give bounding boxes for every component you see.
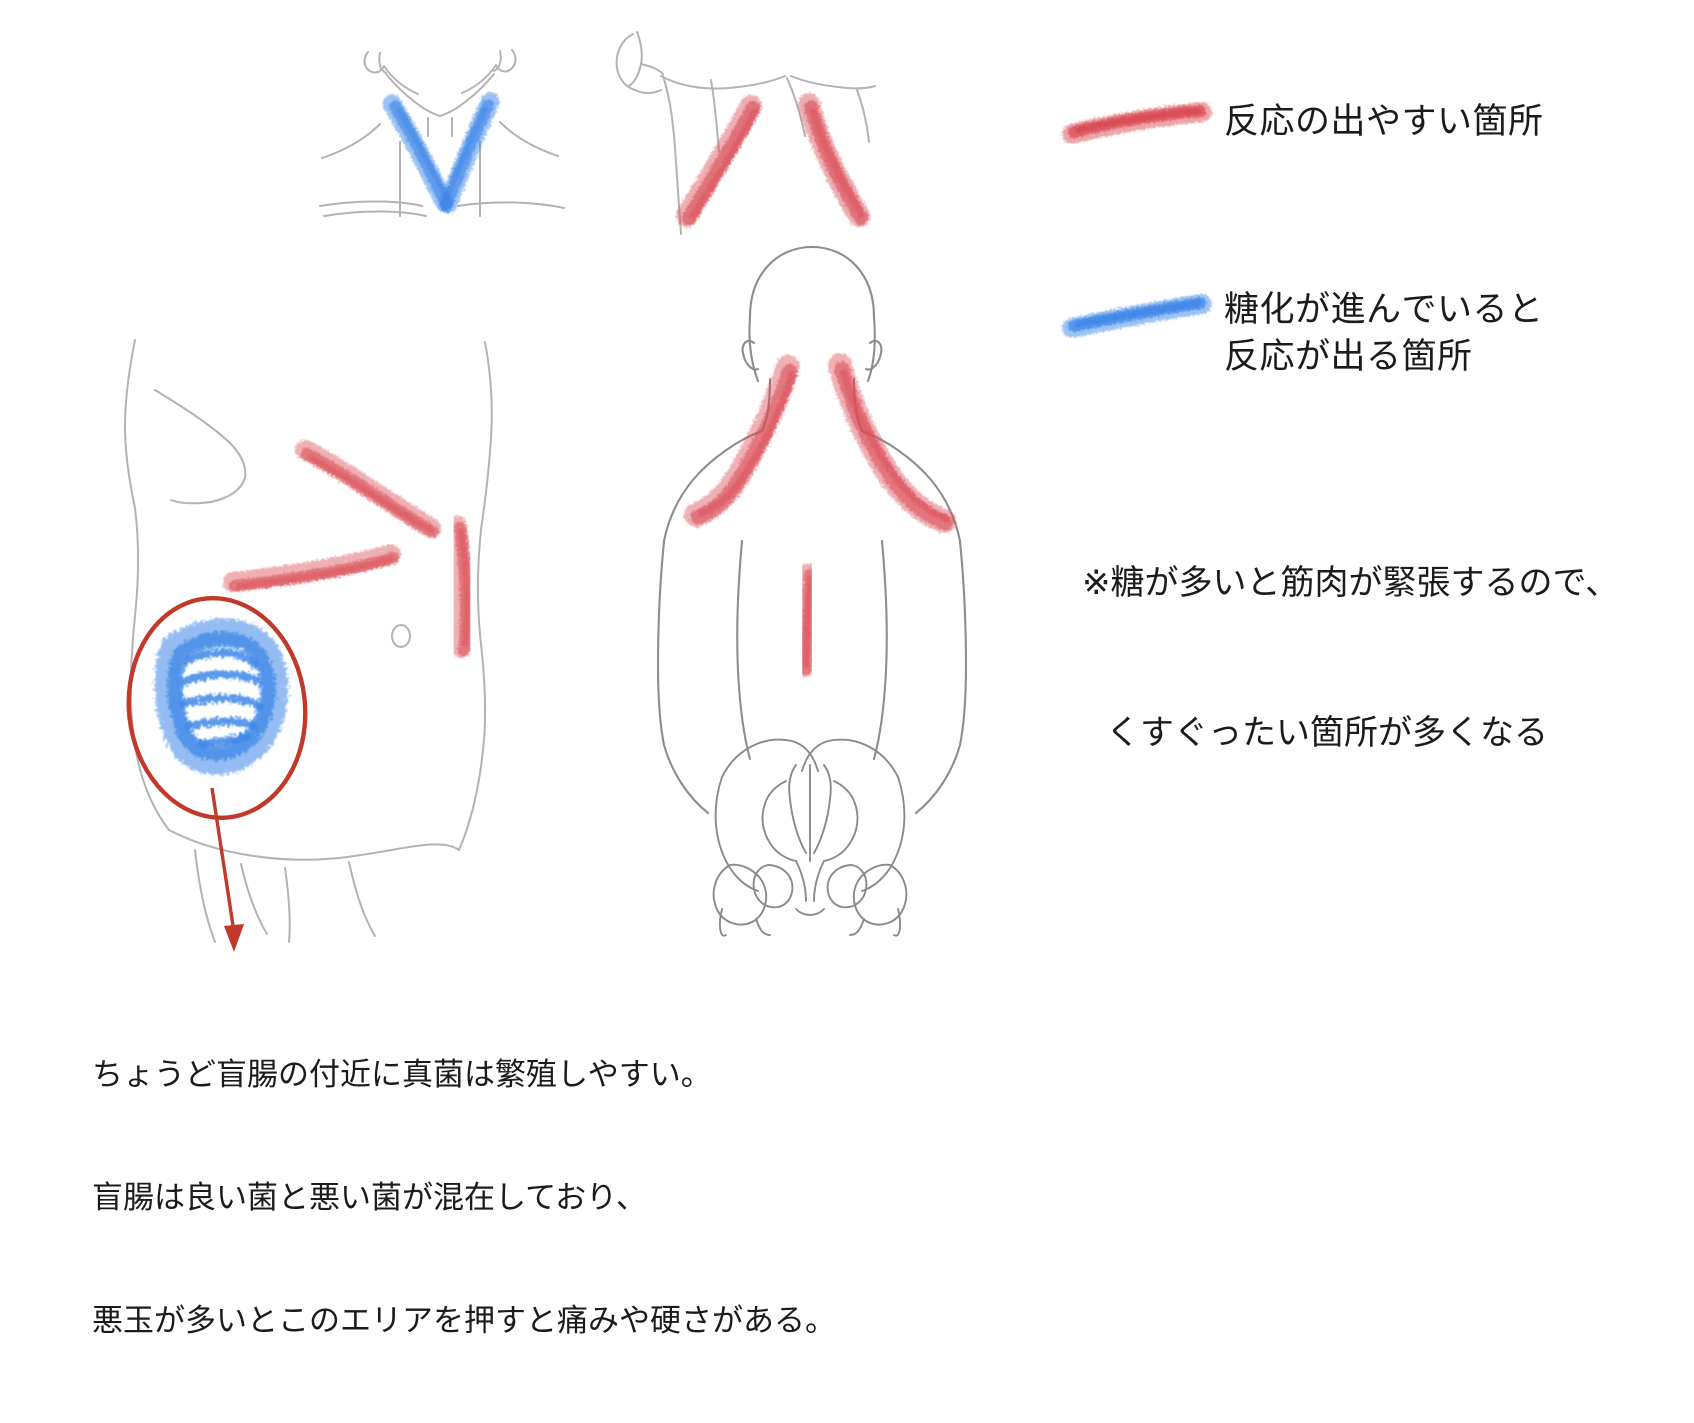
- posterior-neck-figure: [595, 20, 876, 235]
- abdomen-svg: [124, 339, 493, 943]
- back-body-outline: [656, 245, 968, 815]
- pelvis-bone-outline: [712, 738, 908, 937]
- note-line-2: くすぐったい箇所が多くなる: [1106, 714, 1548, 752]
- ileocecal-marker-ellipse: [126, 596, 308, 820]
- blue-scm-mark-left: [382, 94, 454, 212]
- red-costal-arch-mark: [295, 440, 441, 538]
- caption-arrow-svg: [210, 787, 244, 952]
- legend-item-red: 反応の出やすい箇所: [1062, 100, 1544, 152]
- red-midspine-mark: [794, 563, 818, 677]
- anterior-neck-figure: [300, 20, 580, 230]
- red-abdominal-line-mark: [223, 544, 401, 592]
- legend-label-red: 反応の出やすい箇所: [1224, 102, 1544, 141]
- blue-scm-mark-right: [438, 92, 500, 214]
- red-right-flank-mark: [447, 516, 474, 658]
- blue-ileocecal-mark: [154, 618, 289, 775]
- navel-icon: [391, 624, 411, 648]
- arrow-head-icon: [224, 924, 244, 952]
- caption-block: ちょうど盲腸の付近に真菌は繁殖しやすい。 盲腸は良い菌と悪い菌が混在しており、 …: [92, 972, 836, 1423]
- note-line-1: ※糖が多いと筋肉が緊張するので、: [1082, 564, 1620, 602]
- caption-line-1: ちょうど盲腸の付近に真菌は繁殖しやすい。: [92, 1057, 712, 1092]
- blue-chalk-stroke-icon: [1062, 288, 1212, 344]
- back-svg: [656, 245, 968, 937]
- diagram-canvas: 反応の出やすい箇所 糖化が進んでいると 反応: [92, 20, 1619, 1338]
- legend-label-blue: 糖化が進んでいると 反応が出る箇所: [1224, 286, 1544, 380]
- caption-arrow: [150, 770, 350, 970]
- posterior-neck-svg: [615, 31, 876, 235]
- red-trapezius-mark-right: [798, 93, 870, 227]
- caption-line-3: 悪玉が多いとこのエリアを押すと痛みや硬さがある。: [92, 1303, 836, 1338]
- legend-item-blue: 糖化が進んでいると 反応が出る箇所: [1062, 288, 1544, 380]
- red-chalk-stroke-icon: [1062, 100, 1212, 152]
- arrow-shaft: [210, 787, 236, 933]
- anterior-neck-svg: [319, 49, 565, 217]
- abdomen-figure: [95, 330, 535, 950]
- red-back-trapezius-right: [828, 353, 956, 533]
- legend-label-blue-line-1: 糖化が進んでいると: [1224, 290, 1544, 329]
- red-trapezius-mark-left: [676, 95, 762, 227]
- note-block: ※糖が多いと筋肉が緊張するので、 くすぐったい箇所が多くなる: [1082, 458, 1619, 858]
- red-back-trapezius-left: [684, 355, 800, 527]
- neck-outline: [319, 49, 565, 217]
- legend-label-blue-line-2: 反応が出る箇所: [1224, 337, 1473, 376]
- back-figure: [600, 225, 1020, 937]
- caption-line-2: 盲腸は良い菌と悪い菌が混在しており、: [92, 1180, 647, 1215]
